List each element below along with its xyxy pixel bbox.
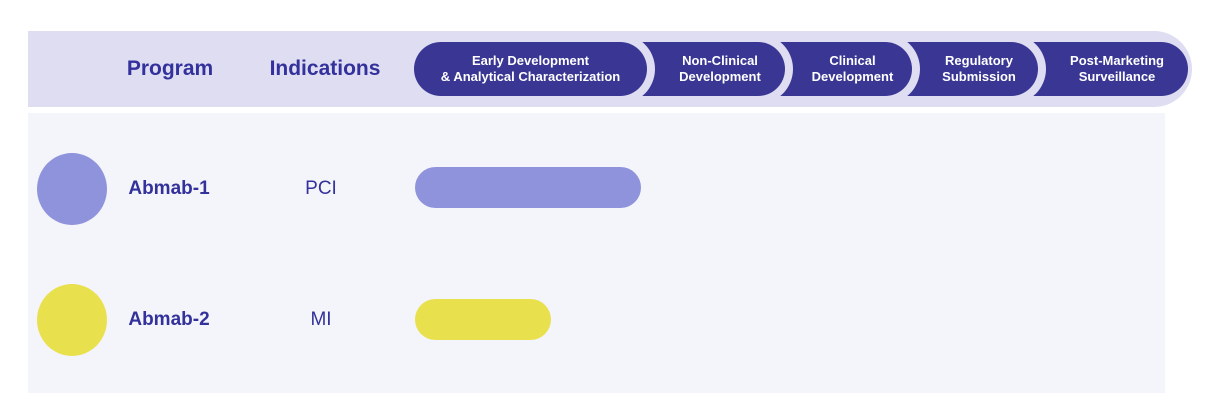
stage-label-line1: Non-Clinical bbox=[682, 53, 758, 68]
stage-label-line1: Clinical bbox=[829, 53, 876, 68]
program-row-abmab-2: Abmab-2 MI bbox=[28, 284, 1165, 412]
stage-label-line1: Regulatory bbox=[945, 53, 1013, 68]
stage-label-line2: Submission bbox=[942, 69, 1016, 84]
column-header-program: Program bbox=[126, 57, 214, 80]
program-color-dot bbox=[37, 284, 107, 356]
column-header-indications: Indications bbox=[269, 57, 381, 80]
program-name: Abmab-1 bbox=[128, 178, 210, 199]
stage-label-line2: & Analytical Characterization bbox=[440, 69, 621, 84]
chart-body: Abmab-1 PCI Abmab-2 MI bbox=[28, 113, 1165, 393]
stage-label-line1: Post-Marketing bbox=[1070, 53, 1164, 68]
stage-label-line2: Development bbox=[679, 69, 761, 84]
stage-early-development: Early Development & Analytical Character… bbox=[414, 42, 647, 96]
stage-label-line2: Surveillance bbox=[1078, 69, 1156, 84]
stage-label-line1: Early Development bbox=[471, 53, 590, 68]
program-row-abmab-1: Abmab-1 PCI bbox=[28, 153, 1165, 285]
stage-label-line2: Development bbox=[811, 69, 894, 84]
progress-bar-abmab-2 bbox=[415, 299, 551, 340]
progress-bar-abmab-1 bbox=[415, 167, 641, 208]
header-band: Program Indications Early Development & … bbox=[28, 31, 1192, 107]
indication-value: PCI bbox=[305, 178, 337, 199]
indication-value: MI bbox=[310, 309, 332, 330]
program-color-dot bbox=[37, 153, 107, 225]
program-name: Abmab-2 bbox=[128, 309, 210, 330]
